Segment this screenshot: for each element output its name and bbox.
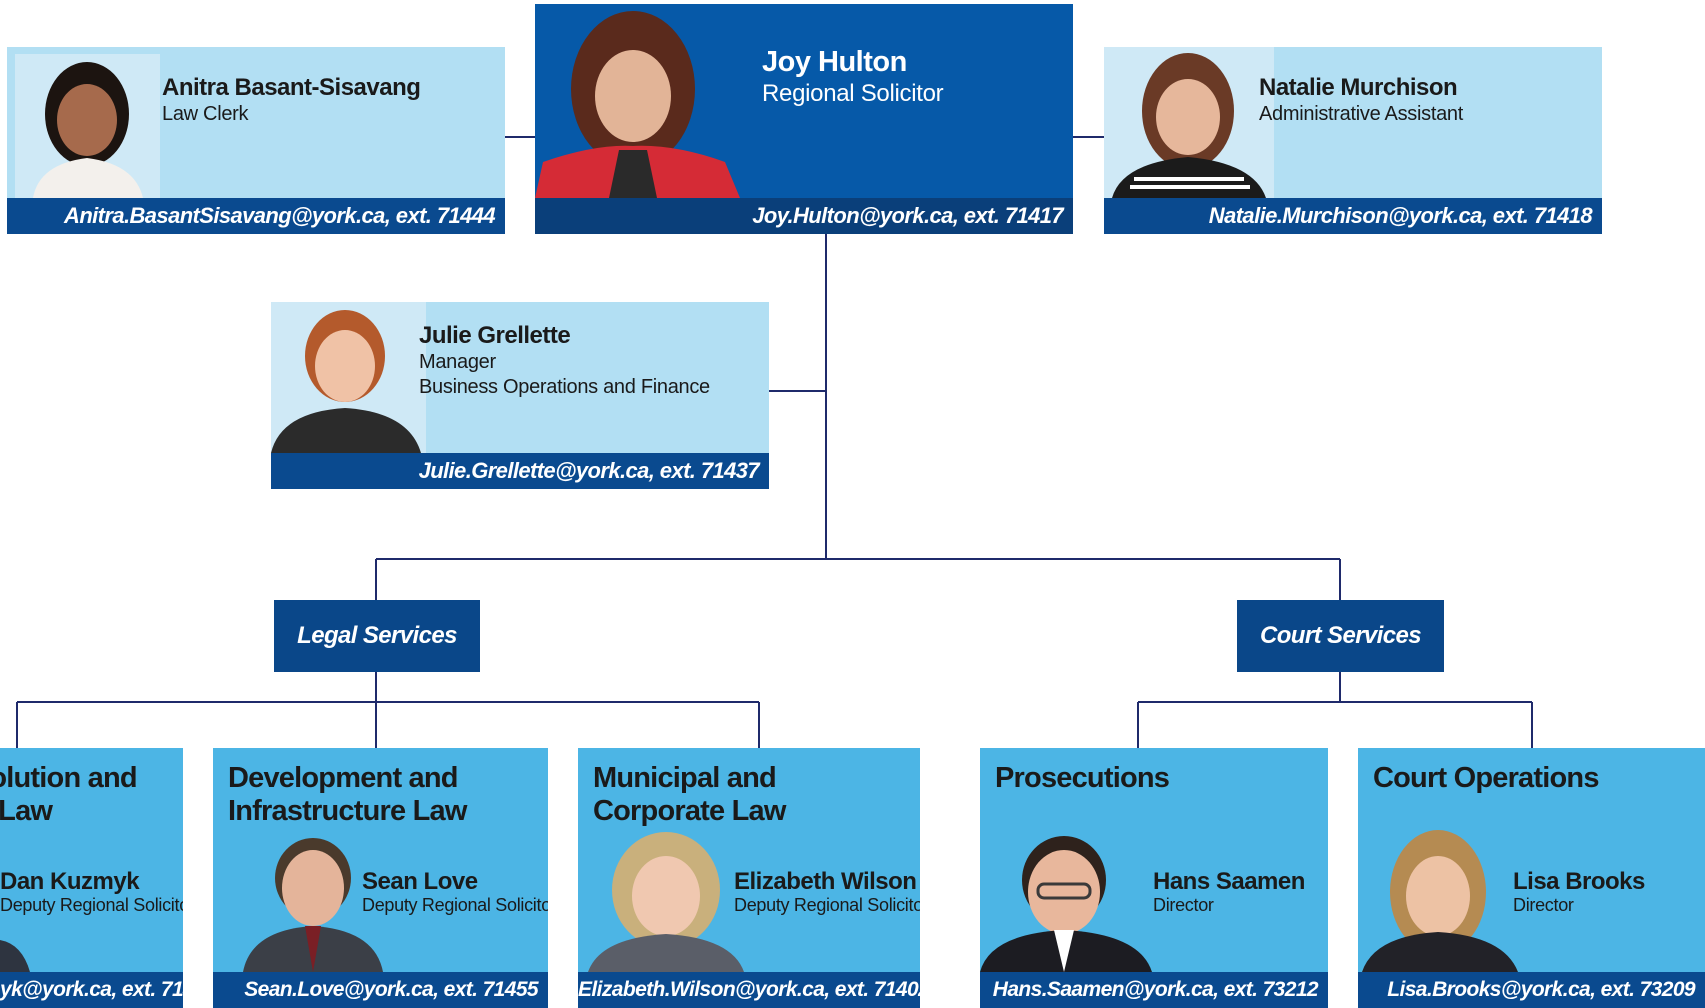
team-member-photo bbox=[1358, 830, 1538, 972]
law-clerk-card: Anitra Basant-Sisavang Law Clerk Anitra.… bbox=[7, 47, 505, 234]
team-member-title: Director bbox=[1513, 895, 1574, 915]
team-title: Prosecutions bbox=[995, 762, 1170, 794]
team-member-photo bbox=[980, 830, 1170, 972]
team-card: Municipal and Corporate Law Elizabeth Wi… bbox=[578, 748, 920, 1008]
manager-card: Julie Grellette Manager Business Operati… bbox=[271, 302, 769, 489]
team-card: Prosecutions Hans Saamen Director Hans.S… bbox=[980, 748, 1328, 1008]
team-member-photo bbox=[243, 830, 383, 972]
manager-department: Business Operations and Finance bbox=[419, 376, 710, 398]
regional-solicitor-title: Regional Solicitor bbox=[762, 80, 944, 107]
admin-assistant-name: Natalie Murchison bbox=[1259, 74, 1458, 101]
team-member-name: Dan Kuzmyk bbox=[0, 868, 140, 895]
regional-solicitor-photo bbox=[535, 4, 740, 198]
manager-photo bbox=[271, 302, 426, 453]
team-member-title: Deputy Regional Solicitor bbox=[734, 895, 920, 915]
team-title: Court Operations bbox=[1373, 762, 1599, 794]
manager-contact[interactable]: Julie.Grellette@york.ca, ext. 71437 bbox=[271, 453, 769, 489]
admin-assistant-contact[interactable]: Natalie.Murchison@york.ca, ext. 71418 bbox=[1104, 198, 1602, 234]
team-title: Municipal and Corporate Law bbox=[593, 762, 786, 827]
court-services-division: Court Services bbox=[1237, 600, 1444, 672]
team-title: solution and n Law bbox=[0, 762, 138, 827]
team-member-contact[interactable]: Hans.Saamen@york.ca, ext. 73212 bbox=[980, 972, 1328, 1008]
admin-assistant-photo bbox=[1104, 47, 1274, 198]
team-member-title: Director bbox=[1153, 895, 1214, 915]
regional-solicitor-contact[interactable]: Joy.Hulton@york.ca, ext. 71417 bbox=[535, 198, 1073, 234]
team-member-contact[interactable]: Elizabeth.Wilson@york.ca, ext. 71402 bbox=[578, 972, 920, 1008]
team-card: Court Operations Lisa Brooks Director Li… bbox=[1358, 748, 1705, 1008]
law-clerk-contact[interactable]: Anitra.BasantSisavang@york.ca, ext. 7144… bbox=[7, 198, 505, 234]
team-member-contact[interactable]: Lisa.Brooks@york.ca, ext. 73209 bbox=[1358, 972, 1705, 1008]
team-member-contact[interactable]: Sean.Love@york.ca, ext. 71455 bbox=[213, 972, 548, 1008]
law-clerk-name: Anitra Basant-Sisavang bbox=[162, 74, 421, 101]
admin-assistant-card: Natalie Murchison Administrative Assista… bbox=[1104, 47, 1602, 234]
team-card: Development and Infrastructure Law Sean … bbox=[213, 748, 548, 1008]
team-member-title: Deputy Regional Solicitor bbox=[0, 895, 183, 915]
team-title: Development and Infrastructure Law bbox=[228, 762, 467, 827]
admin-assistant-title: Administrative Assistant bbox=[1259, 103, 1463, 125]
regional-solicitor-card: Joy Hulton Regional Solicitor Joy.Hulton… bbox=[535, 4, 1073, 234]
law-clerk-title: Law Clerk bbox=[162, 103, 249, 125]
team-member-name: Sean Love bbox=[362, 868, 478, 895]
team-member-name: Lisa Brooks bbox=[1513, 868, 1645, 895]
law-clerk-photo bbox=[15, 54, 160, 198]
manager-title: Manager bbox=[419, 351, 496, 373]
team-member-name: Hans Saamen bbox=[1153, 868, 1305, 895]
team-member-photo bbox=[578, 830, 753, 972]
team-member-title: Deputy Regional Solicitor bbox=[362, 895, 548, 915]
team-member-contact[interactable]: yk@york.ca, ext. 71401 bbox=[0, 972, 183, 1008]
manager-name: Julie Grellette bbox=[419, 322, 571, 349]
team-member-name: Elizabeth Wilson bbox=[734, 868, 917, 895]
legal-services-division: Legal Services bbox=[274, 600, 480, 672]
team-card: solution and n Law Dan Kuzmyk Deputy Reg… bbox=[0, 748, 183, 1008]
regional-solicitor-name: Joy Hulton bbox=[762, 46, 907, 78]
team-member-photo bbox=[0, 932, 30, 972]
